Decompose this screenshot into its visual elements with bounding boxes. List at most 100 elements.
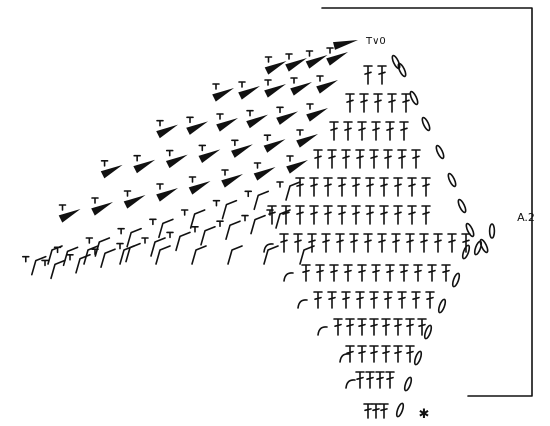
treble-stitch	[369, 318, 379, 336]
wedge-stitch	[276, 111, 298, 125]
treble-stitch	[323, 205, 333, 225]
treble-stitch	[411, 149, 421, 169]
wedge-stitch	[296, 134, 318, 148]
treble-stitch	[391, 233, 401, 253]
tee-stitch	[316, 75, 324, 82]
treble-stitch	[369, 291, 379, 309]
wedge-stitch	[333, 40, 358, 50]
treble-stitch	[387, 93, 397, 113]
treble-stitch	[375, 371, 385, 389]
wedge-stitch	[290, 82, 312, 96]
treble-stitch	[351, 205, 361, 225]
treble-stitch	[357, 345, 367, 363]
treble-stitch	[337, 205, 347, 225]
treble-stitch	[407, 177, 417, 197]
turn-stitch	[50, 259, 66, 280]
arc-stitch	[339, 353, 350, 363]
tee-stitch	[198, 144, 207, 152]
turn-stitch	[94, 237, 111, 257]
treble-stitch	[407, 205, 417, 225]
treble-stitch	[313, 149, 323, 169]
tee-stitch	[276, 181, 284, 188]
treble-stitch	[371, 264, 381, 282]
arc-stitch	[317, 326, 328, 336]
tee-stitch	[91, 248, 99, 255]
treble-stitch	[355, 371, 365, 389]
treble-stitch	[405, 345, 415, 363]
tee-stitch	[253, 162, 262, 169]
tee-stitch	[306, 103, 314, 110]
treble-stitch	[309, 205, 319, 225]
section-label: A.2	[517, 211, 535, 224]
treble-stitch	[357, 121, 367, 141]
turn-stitch	[150, 237, 166, 257]
turn-stitch	[250, 214, 266, 235]
treble-stitch	[381, 345, 391, 363]
treble-stitch	[333, 318, 343, 336]
treble-stitch	[357, 318, 367, 336]
treble-stitch	[371, 403, 381, 419]
treble-stitch	[343, 121, 353, 141]
treble-stitch	[425, 291, 435, 309]
treble-stitch	[293, 233, 303, 253]
treble-stitch	[447, 233, 457, 253]
treble-stitch	[357, 264, 367, 282]
treble-stitch	[383, 291, 393, 309]
treble-stitch	[369, 345, 379, 363]
treble-stitch	[411, 291, 421, 309]
treble-stitch	[295, 177, 305, 197]
oval-stitch	[403, 376, 413, 392]
tee-stitch	[326, 47, 334, 54]
wedge-stitch	[305, 55, 328, 69]
oval-stitch	[409, 90, 419, 106]
treble-stitch	[341, 149, 351, 169]
turn-stitch	[189, 209, 206, 229]
oval-stitch	[465, 222, 475, 238]
tee-stitch	[66, 254, 74, 261]
oval-stitch	[423, 324, 433, 340]
tee-stitch	[290, 77, 298, 84]
tee-stitch	[100, 160, 109, 167]
treble-stitch	[419, 233, 429, 253]
treble-stitch	[323, 177, 333, 197]
wedge-stitch	[285, 58, 307, 72]
top-row-symbols: T∨0	[365, 36, 386, 47]
tee-stitch	[221, 169, 229, 176]
tee-stitch	[149, 218, 157, 226]
tee-stitch	[286, 155, 294, 162]
treble-stitch	[413, 264, 423, 282]
tee-stitch	[264, 56, 273, 63]
wedge-stitch	[286, 160, 308, 174]
treble-stitch	[315, 264, 325, 282]
tee-stitch	[186, 116, 194, 124]
treble-stitch	[379, 403, 389, 419]
wedge-stitch	[186, 121, 208, 135]
wedge-stitch	[58, 209, 81, 223]
wedge-stitch	[100, 164, 123, 179]
tee-stitch	[238, 81, 246, 88]
wedge-stitch	[91, 202, 113, 216]
arc-stitch	[297, 299, 308, 309]
tee-stitch	[276, 106, 284, 114]
wedge-stitch	[212, 88, 234, 102]
treble-stitch	[327, 291, 337, 309]
treble-stitch	[321, 233, 331, 253]
treble-stitch	[369, 149, 379, 169]
treble-stitch	[417, 318, 427, 336]
treble-stitch	[399, 121, 409, 141]
wedge-stitch	[221, 174, 243, 188]
treble-stitch	[329, 264, 339, 282]
tee-stitch	[91, 197, 99, 204]
treble-stitch	[355, 291, 365, 309]
wedge-stitch	[216, 118, 238, 132]
wedge-stitch	[326, 52, 348, 66]
oval-stitch	[457, 198, 467, 214]
turn-stitch	[158, 218, 174, 239]
turn-stitch	[119, 245, 135, 265]
treble-stitch	[427, 264, 437, 282]
wedge-stitch	[156, 124, 178, 139]
treble-stitch	[363, 65, 373, 85]
wedge-stitch	[246, 114, 268, 129]
treble-stitch	[365, 177, 375, 197]
